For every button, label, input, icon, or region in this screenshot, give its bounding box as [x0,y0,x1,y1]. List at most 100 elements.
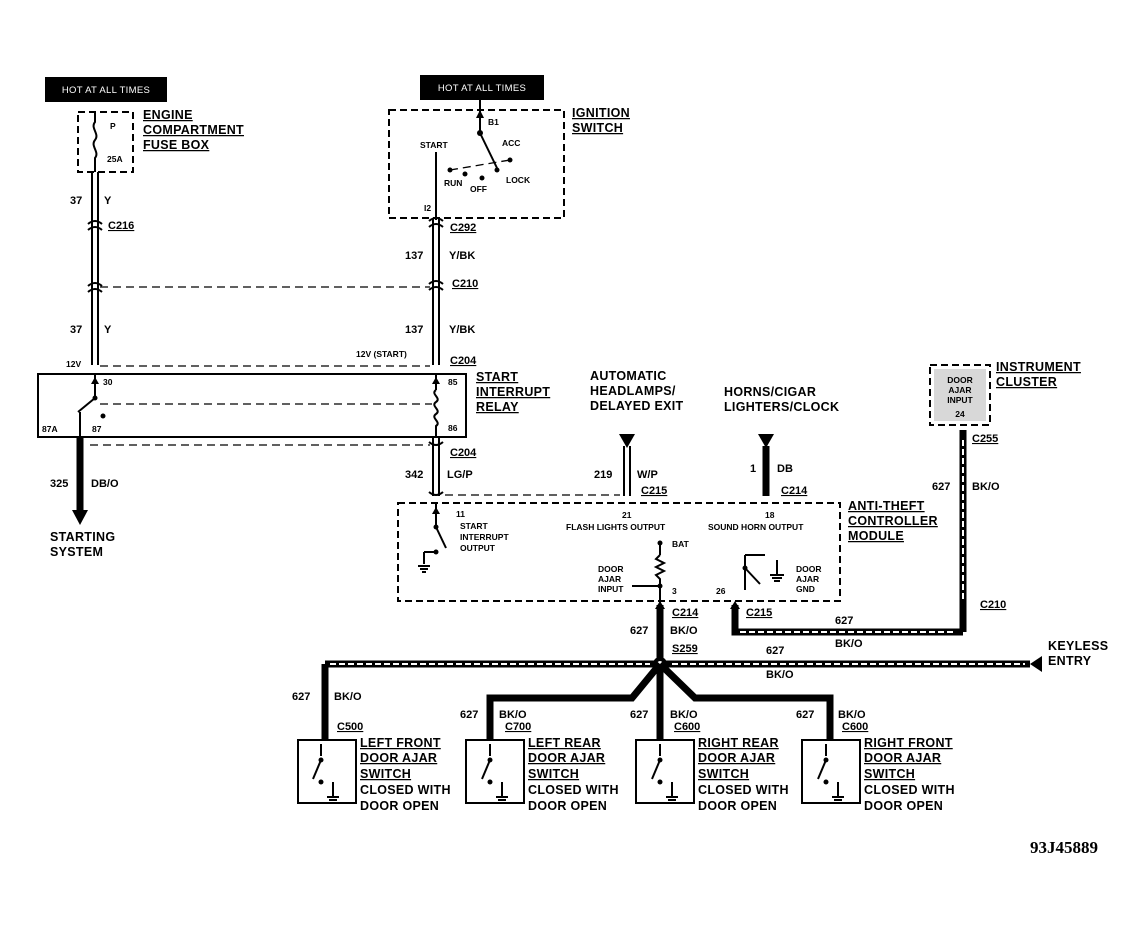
atm-gnd-3: GND [796,584,815,594]
door-rf-label-4: CLOSED WITH [864,783,955,797]
cluster-inner-3: INPUT [947,395,973,405]
door-rr-label-1: RIGHT REAR [698,736,779,750]
wire-137-color-1: Y/BK [449,250,475,262]
wire-627-color-lf: BK/O [334,691,362,703]
wire-627-color-cluster: BK/O [972,481,1000,493]
wire-325-num: 325 [50,478,68,490]
wire-627-num-trunk: 627 [630,625,648,637]
fuse-box-label-3: FUSE BOX [143,138,210,152]
label-12v: 12V [66,359,81,369]
reference-number: 93J45889 [1030,838,1098,857]
wire-627-num-lf: 627 [292,691,310,703]
door-rf-label-5: DOOR OPEN [864,799,943,813]
connector-c700: C700 [505,721,531,733]
starting-system-label-2: SYSTEM [50,545,103,559]
connector-c600-rf: C600 [842,721,868,733]
wire-219-color: W/P [637,469,658,481]
door-switch-left-front [297,739,357,804]
cluster-inner-4: 24 [955,409,965,419]
door-switch-right-front [801,739,861,804]
door-rf-label-1: RIGHT FRONT [864,736,953,750]
start-interrupt-relay [37,373,467,438]
headlamps-label-3: DELAYED EXIT [590,399,684,413]
wire-627-num-lr: 627 [460,709,478,721]
wire-219-num: 219 [594,469,612,481]
door-rr-label-3: SWITCH [698,767,749,781]
connector-c292: C292 [450,222,476,234]
wire-627-color-rr: BK/O [670,709,698,721]
hot-label-left: HOT AT ALL TIMES [62,85,150,96]
atm-flash-label: FLASH LIGHTS OUTPUT [566,522,666,532]
door-rf-label-2: DOOR AJAR [864,751,941,765]
wire-627-num-rr: 627 [630,709,648,721]
wire-627-num-keyless: 627 [766,645,784,657]
connector-c214-bottom: C214 [672,607,699,619]
atm-gnd-pin: 26 [716,586,726,596]
ground-icon-lr [496,796,508,804]
connector-c204-top: C204 [450,355,477,367]
wire-342-color: LG/P [447,469,473,481]
wire-1-num: 1 [750,463,756,475]
relay-label-3: RELAY [476,400,519,414]
connector-c216-icon [87,220,103,231]
wire-137-color-2: Y/BK [449,324,475,336]
horns-label-2: LIGHTERS/CLOCK [724,400,839,414]
horns-arrow-icon [758,434,774,448]
headlamps-arrow-icon [619,434,635,448]
fuse-box [77,111,134,173]
wire-627-color-rf: BK/O [838,709,866,721]
connector-c214-top: C214 [781,485,808,497]
connector-c600-rr: C600 [674,721,700,733]
wire-137-num-2: 137 [405,324,423,336]
ignition-switch-label-1: IGNITION [572,106,630,120]
door-switch-right-rear [635,739,695,804]
fuse-rating: 25A [107,154,123,164]
wire-37-color-2: Y [104,324,112,336]
door-lf-label-2: DOOR AJAR [360,751,437,765]
connector-c210-right: C210 [980,599,1006,611]
wire-627-color-lr: BK/O [499,709,527,721]
wire-137-num-1: 137 [405,250,423,262]
atm-horn-label: SOUND HORN OUTPUT [708,522,804,532]
fuse-box-label-1: ENGINE [143,108,193,122]
door-rr-label-4: CLOSED WITH [698,783,789,797]
atm-door-input-3: INPUT [598,584,624,594]
connector-c500: C500 [337,721,363,733]
door-lr-label-2: DOOR AJAR [528,751,605,765]
hot-label-left-bg [45,77,167,102]
cluster-label-2: CLUSTER [996,375,1057,389]
atm-door-input-2: AJAR [598,574,621,584]
atm-start-2: INTERRUPT [460,532,509,542]
door-lr-label-4: CLOSED WITH [528,783,619,797]
wire-627-lr [486,661,663,740]
connector-c215-bottom: C215 [746,607,772,619]
ign-pos-start: START [420,140,449,150]
atm-label-3: MODULE [848,529,904,543]
atm-bat: BAT [672,539,690,549]
relay-coil-icon [433,389,439,437]
ign-pos-off: OFF [470,184,487,194]
wire-627-num-mid: 627 [835,615,853,627]
atm-gnd-2: AJAR [796,574,819,584]
atm-start-switch [435,526,447,549]
door-lf-label-3: SWITCH [360,767,411,781]
door-lr-label-1: LEFT REAR [528,736,601,750]
atm-resistor-icon [653,554,667,603]
door-lf-label-4: CLOSED WITH [360,783,451,797]
relay-pin-87a: 87A [42,424,58,434]
relay-switch-arm [77,397,96,413]
connector-c292-icon [428,217,444,228]
atm-start-pin: 11 [456,509,465,519]
connector-c255: C255 [972,433,998,445]
atm-gnd-switch [744,567,761,585]
wire-325-color: DB/O [91,478,119,490]
ground-icon-rr [666,796,678,804]
ignition-switch [388,109,565,219]
connector-c215-top: C215 [641,485,667,497]
wire-627-color-mid: BK/O [835,638,863,650]
ground-icon-lf [327,796,339,804]
ign-pin-b1: B1 [488,117,499,127]
headlamps-label-1: AUTOMATIC [590,369,667,383]
atm-flash-pin: 21 [622,510,632,520]
